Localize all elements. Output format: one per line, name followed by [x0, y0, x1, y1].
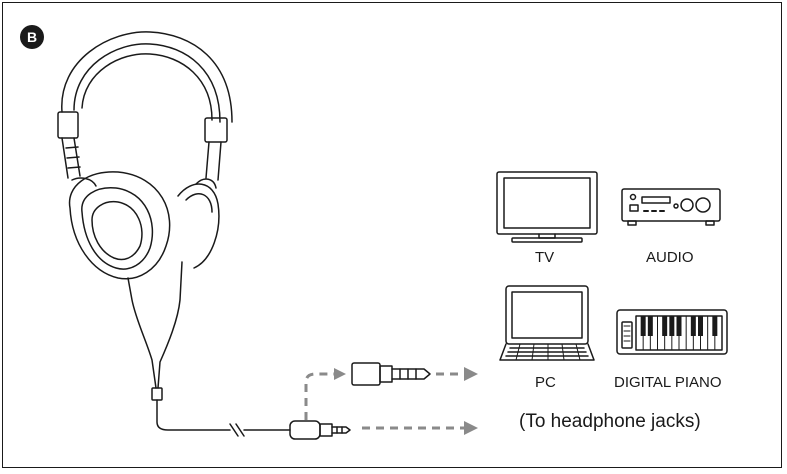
audio-icon: [621, 188, 721, 226]
section-badge: B: [20, 25, 44, 49]
pc-icon: [499, 285, 595, 361]
adapter-plug-icon: [351, 362, 431, 386]
figure-frame: [2, 2, 782, 468]
arrows: [304, 367, 478, 435]
label-digital-piano: DIGITAL PIANO: [614, 374, 722, 391]
piano-icon: [616, 309, 728, 355]
arrow-to-adapter: [304, 372, 334, 420]
label-tv: TV: [535, 249, 555, 266]
headphones-icon: [57, 31, 291, 437]
label-pc: PC: [535, 374, 556, 391]
label-audio: AUDIO: [646, 249, 694, 266]
tv-icon: [496, 171, 598, 243]
label-headphone-jacks: (To headphone jacks): [519, 411, 701, 432]
mini-plug-icon: [289, 420, 351, 440]
